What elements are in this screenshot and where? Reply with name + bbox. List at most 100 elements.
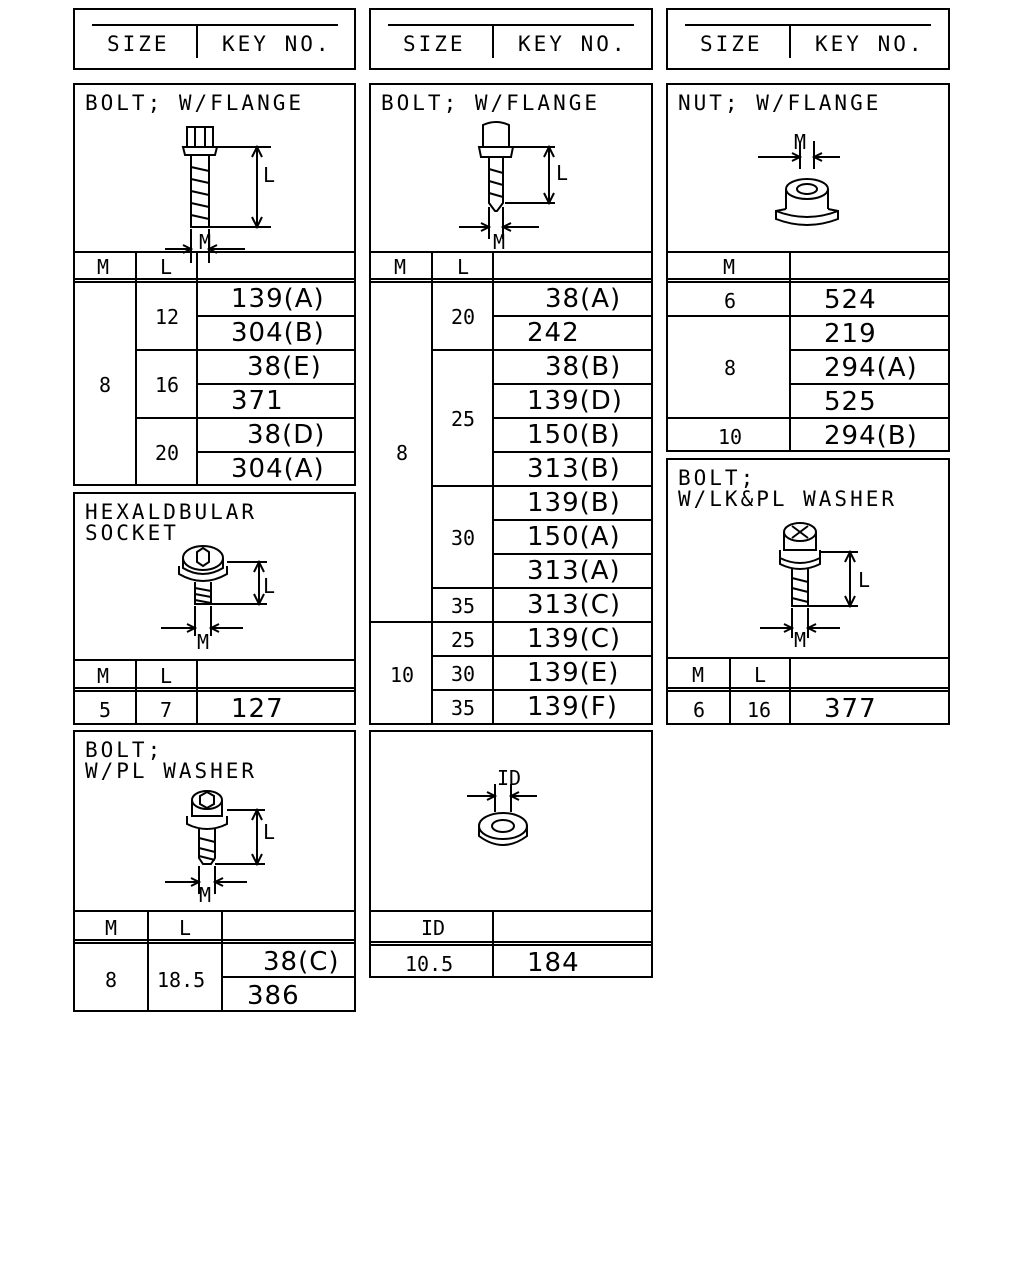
hexaldbular-socket-panel: HEXALDBULAR SOCKET L M M L 5 7 127 (73, 492, 356, 725)
key-number: 38(D) (247, 420, 326, 450)
l-value: 25 (451, 407, 476, 431)
bolt-pl-washer-panel: BOLT; W/PL WASHER L M M L 8 18.5 38(C) 3… (73, 730, 356, 1012)
size-header: SIZE (107, 32, 170, 56)
l-value: 12 (155, 305, 180, 329)
key-number: 377 (824, 694, 877, 724)
col-id-header: ID (421, 916, 446, 940)
key-number: 139(E) (527, 658, 620, 688)
key-number: 386 (247, 981, 300, 1011)
dim-m-label: M (199, 883, 212, 907)
dim-m-label: M (199, 230, 212, 254)
dim-m-label: M (794, 130, 807, 154)
header-box-1: SIZE KEY NO. (73, 8, 356, 70)
col-m-header: M (692, 663, 705, 687)
key-number: 313(C) (527, 590, 622, 620)
panel-title: NUT; W/FLANGE (678, 91, 882, 115)
socket-bolt-illustration (161, 545, 267, 636)
l-value: 35 (451, 594, 476, 618)
l-value: 30 (451, 662, 476, 686)
m-value: 8 (396, 441, 409, 465)
col-l-header: L (457, 255, 470, 279)
key-number: 313(A) (527, 556, 621, 586)
panel-title-line2: W/PL WASHER (85, 759, 258, 783)
washer-illustration (467, 784, 537, 846)
key-number: 150(A) (527, 522, 621, 552)
col-l-header: L (160, 255, 173, 279)
key-number: 294(B) (824, 421, 918, 451)
dim-m-label: M (794, 628, 807, 652)
key-number: 304(B) (231, 318, 325, 348)
bolt-flange-panel-left: BOLT; W/FLANGE L M M L 8 12 16 20 139(A)… (73, 83, 356, 486)
dim-m-label: M (197, 630, 210, 654)
lk-washer-bolt-illustration (760, 522, 858, 638)
size-header: SIZE (700, 32, 763, 56)
washer-panel: ID ID 10.5 184 (369, 730, 653, 978)
key-no-header: KEY NO. (518, 32, 628, 56)
l-value: 16 (155, 373, 180, 397)
size-header: SIZE (403, 32, 466, 56)
key-number: 525 (824, 387, 877, 417)
m-value: 5 (99, 698, 112, 722)
panel-title-line1: HEXALDBULAR (85, 500, 258, 524)
key-number: 139(F) (527, 692, 618, 722)
key-number: 150(B) (527, 420, 621, 450)
key-number: 304(A) (231, 454, 325, 484)
key-number: 371 (231, 386, 284, 416)
key-number: 184 (527, 948, 580, 978)
dim-l-label: L (858, 568, 871, 592)
dim-l-label: L (263, 574, 276, 598)
col-m-header: M (97, 664, 110, 688)
key-number: 139(A) (231, 284, 325, 314)
col-m-header: M (723, 255, 736, 279)
bolt-flange-panel-middle: BOLT; W/FLANGE L M M L 8 10 20 25 30 35 … (369, 83, 653, 725)
col-l-header: L (754, 663, 767, 687)
key-number: 139(C) (527, 624, 622, 654)
dim-l-label: L (263, 820, 276, 844)
l-value: 16 (747, 698, 772, 722)
l-value: 20 (451, 305, 476, 329)
key-number: 294(A) (824, 353, 918, 383)
pl-washer-bolt-illustration (165, 790, 265, 894)
flange-bolt-illustration (165, 126, 271, 263)
panel-title-line1: BOLT; (678, 466, 757, 490)
col-m-header: M (394, 255, 407, 279)
l-value: 25 (451, 628, 476, 652)
col-l-header: L (179, 916, 192, 940)
panel-title-line2: W/LK&PL WASHER (678, 487, 898, 511)
key-number: 524 (824, 285, 877, 315)
key-number: 219 (824, 319, 877, 349)
m-value: 10 (718, 425, 743, 449)
m-value: 6 (724, 289, 737, 313)
dim-m-label: M (493, 230, 506, 254)
panel-title: BOLT; W/FLANGE (85, 91, 305, 115)
m-value: 10 (390, 663, 415, 687)
flange-bolt-short-illustration (459, 121, 555, 239)
dim-id-label: ID (497, 766, 522, 790)
key-number: 38(A) (545, 284, 622, 314)
m-value: 8 (105, 968, 118, 992)
l-value: 35 (451, 696, 476, 720)
m-value: 8 (724, 356, 737, 380)
key-number: 38(C) (263, 947, 340, 977)
key-number: 313(B) (527, 454, 621, 484)
panel-title: BOLT; W/FLANGE (381, 91, 601, 115)
flange-nut-illustration (758, 141, 840, 226)
dim-l-label: L (556, 161, 569, 185)
l-value: 18.5 (157, 968, 206, 992)
m-value: 6 (693, 698, 706, 722)
key-no-header: KEY NO. (815, 32, 925, 56)
header-box-2: SIZE KEY NO. (369, 8, 653, 70)
id-value: 10.5 (405, 952, 454, 976)
col-m-header: M (105, 916, 118, 940)
header-box-3: SIZE KEY NO. (666, 8, 950, 70)
key-no-header: KEY NO. (222, 32, 332, 56)
dim-l-label: L (263, 163, 276, 187)
col-m-header: M (97, 255, 110, 279)
key-number: 242 (527, 318, 580, 348)
panel-title-line1: BOLT; (85, 738, 164, 762)
panel-title-line2: SOCKET (85, 521, 179, 545)
key-number: 127 (231, 694, 284, 724)
col-l-header: L (160, 664, 173, 688)
key-number: 38(E) (247, 352, 322, 382)
